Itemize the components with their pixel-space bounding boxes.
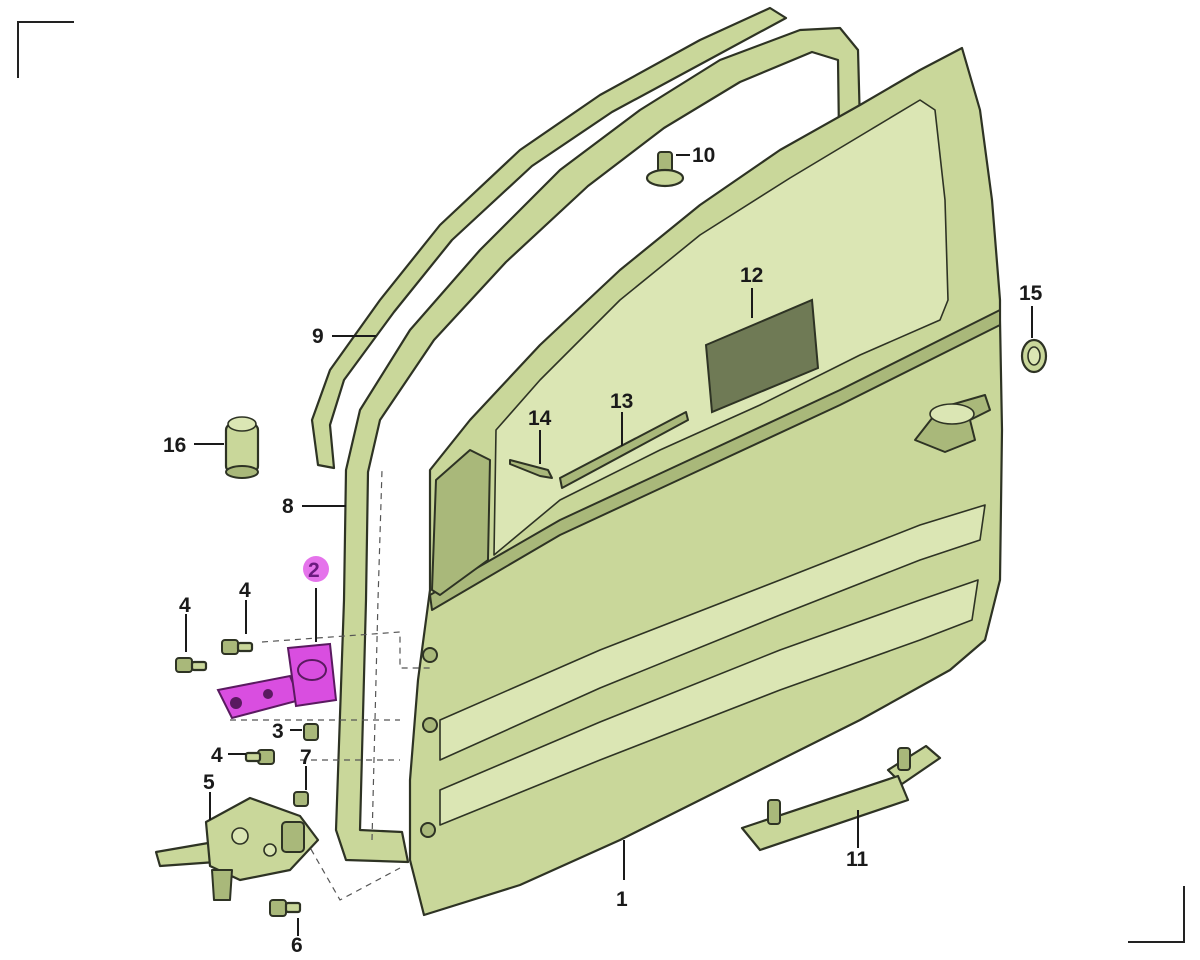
part-10-clip[interactable] (645, 151, 685, 188)
part-5-door-check[interactable] (154, 796, 320, 901)
part-3-nut[interactable] (303, 723, 319, 741)
callout-16[interactable]: 16 (163, 434, 186, 457)
callout-2[interactable]: 2 (308, 559, 320, 582)
part-2-upper-hinge[interactable] (216, 642, 338, 720)
frame-corner-top-left (17, 21, 74, 78)
part-13-trim-strip[interactable] (559, 411, 689, 489)
callout-1[interactable]: 1 (616, 888, 628, 911)
callout-12[interactable]: 12 (740, 264, 763, 287)
callout-7[interactable]: 7 (300, 746, 312, 769)
callout-9[interactable]: 9 (312, 325, 324, 348)
part-4-bolt-b[interactable] (221, 639, 254, 655)
part-4-bolt-a[interactable] (175, 657, 208, 673)
callout-4c[interactable]: 4 (211, 744, 223, 767)
callout-2-highlight (303, 556, 329, 582)
callout-14[interactable]: 14 (528, 407, 552, 430)
part-16-buffer[interactable] (224, 416, 260, 479)
part-11-rub-strips[interactable] (740, 744, 942, 852)
callout-8[interactable]: 8 (282, 495, 294, 518)
part-4-bolt-c[interactable] (244, 749, 275, 765)
part-14-bracket[interactable] (509, 459, 553, 479)
part-6-bolt[interactable] (269, 899, 302, 917)
leader-lines (185, 154, 1033, 936)
alignment-lines (230, 631, 430, 901)
callout-4b[interactable]: 4 (239, 579, 251, 602)
callout-15[interactable]: 15 (1019, 282, 1043, 305)
callout-3[interactable]: 3 (272, 720, 284, 743)
part-1-door-shell[interactable] (408, 46, 1004, 917)
part-7-screw[interactable] (293, 791, 309, 807)
callout-13[interactable]: 13 (610, 390, 633, 413)
callout-5[interactable]: 5 (203, 771, 215, 794)
frame-corner-bottom-right (1128, 886, 1185, 943)
callout-10[interactable]: 10 (692, 144, 715, 167)
callout-4a[interactable]: 4 (179, 594, 191, 617)
callout-6[interactable]: 6 (291, 934, 303, 957)
part-15-plug[interactable] (1020, 338, 1048, 374)
callout-11[interactable]: 11 (846, 848, 869, 871)
part-12-insulation-pad[interactable] (704, 298, 820, 414)
part-9-window-channel-strip[interactable] (310, 6, 788, 470)
